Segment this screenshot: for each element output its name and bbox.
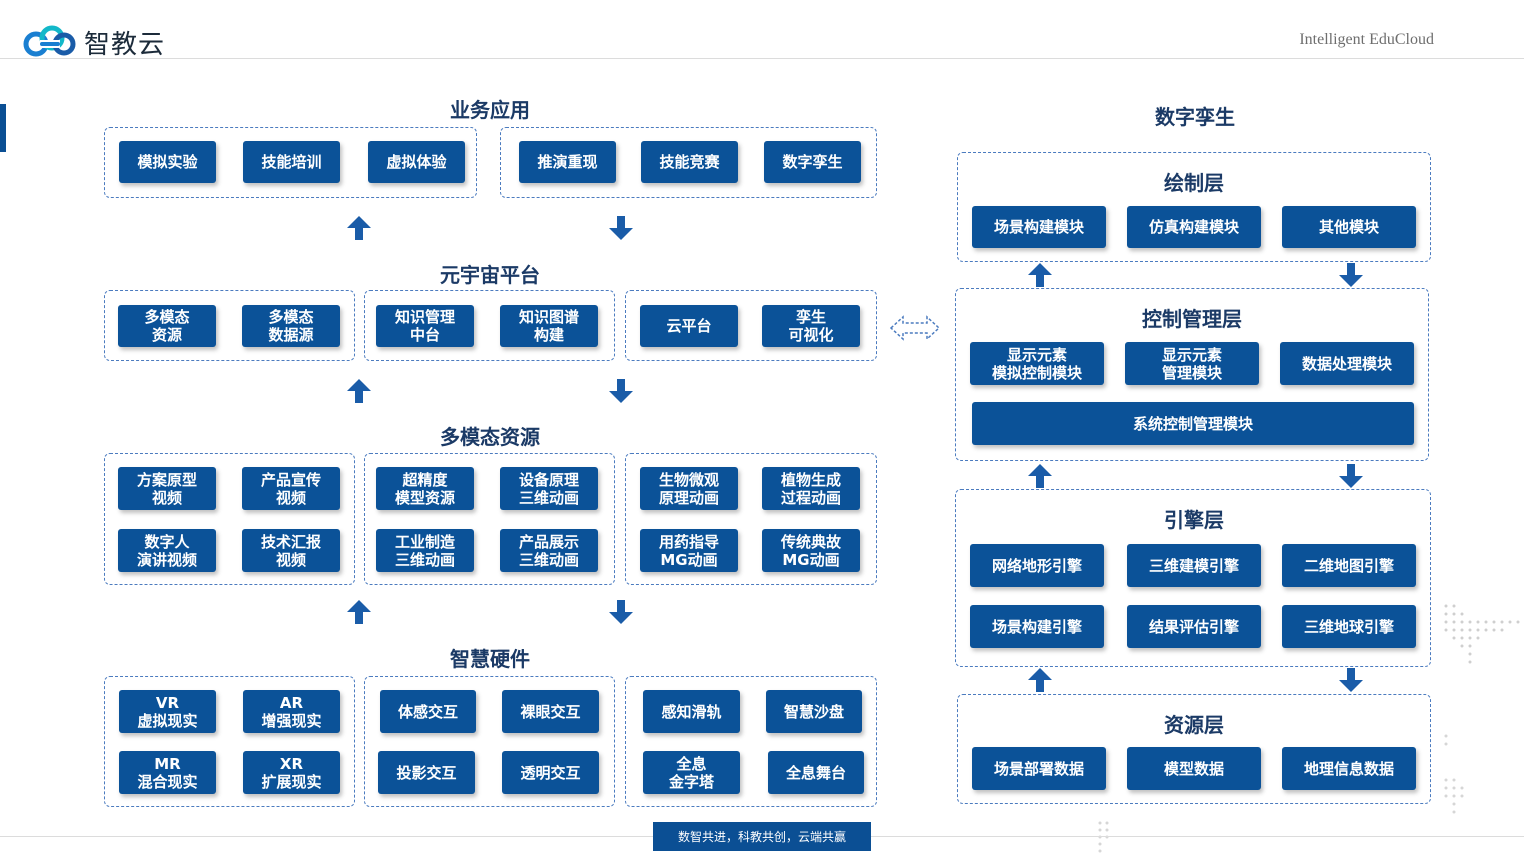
business-item: 虚拟体验	[368, 141, 465, 183]
render-item: 其他模块	[1282, 206, 1416, 248]
business-group-1	[104, 127, 477, 198]
system-control-module: 系统控制管理模块	[972, 402, 1414, 445]
metaverse-title: 元宇宙平台	[440, 263, 540, 287]
engine-layer-group	[955, 489, 1431, 667]
hardware-item: VR 虚拟现实	[119, 690, 216, 733]
render-layer-group	[957, 152, 1431, 262]
multimodal-item: 设备原理 三维动画	[500, 467, 598, 510]
hardware-item: 智慧沙盘	[766, 690, 862, 733]
multimodal-item: 产品宣传 视频	[242, 467, 340, 510]
multimodal-item: 用药指导 MG动画	[640, 529, 738, 572]
brand-logo: 智教云	[22, 22, 165, 62]
arrow-down-icon	[1339, 263, 1363, 287]
hardware-item: 透明交互	[502, 751, 599, 794]
metaverse-item: 孪生 可视化	[762, 305, 860, 347]
metaverse-group-2	[364, 290, 615, 361]
brand-tagline: Intelligent EduCloud	[1299, 31, 1434, 48]
resource-item: 地理信息数据	[1282, 747, 1416, 790]
render-item: 仿真构建模块	[1127, 206, 1261, 248]
arrow-down-icon	[609, 379, 633, 403]
resource-layer-title: 资源层	[1164, 713, 1224, 737]
resource-item: 模型数据	[1127, 747, 1261, 790]
engine-layer-title: 引擎层	[1164, 508, 1224, 532]
resource-item: 场景部署数据	[972, 747, 1106, 790]
metaverse-item: 知识图谱 构建	[500, 305, 598, 347]
arrow-up-icon	[347, 216, 371, 240]
arrow-up-icon	[1028, 668, 1052, 692]
control-layer-group	[955, 288, 1429, 461]
hardware-item: XR 扩展现实	[243, 751, 340, 794]
business-group-2	[500, 127, 877, 198]
engine-item: 网络地形引擎	[970, 544, 1104, 587]
arrow-up-icon	[1028, 263, 1052, 287]
footer-slogan: 数智共进，科教共创，云端共赢	[653, 822, 871, 851]
arrow-up-icon	[347, 600, 371, 624]
hardware-group-1	[104, 676, 355, 807]
control-item: 显示元素 模拟控制模块	[970, 342, 1104, 385]
multimodal-item: 技术汇报 视频	[242, 529, 340, 572]
hardware-item: 全息 金字塔	[643, 751, 740, 794]
decorative-dot-pattern	[1444, 734, 1464, 814]
multimodal-group-3	[625, 453, 877, 585]
metaverse-group-1	[104, 290, 355, 361]
multimodal-item: 方案原型 视频	[118, 467, 216, 510]
business-item: 技能培训	[243, 141, 340, 183]
multimodal-item: 产品展示 三维动画	[500, 529, 598, 572]
multimodal-title: 多模态资源	[440, 425, 540, 449]
business-item: 技能竞赛	[641, 141, 738, 183]
hardware-item: 体感交互	[380, 690, 476, 733]
resource-layer-group	[957, 694, 1431, 804]
multimodal-item: 工业制造 三维动画	[376, 529, 474, 572]
bidirectional-arrow-icon	[889, 315, 941, 341]
hardware-item: 投影交互	[378, 751, 475, 794]
hardware-group-2	[364, 676, 615, 807]
hardware-item: 全息舞台	[768, 751, 864, 794]
decorative-dot-pattern	[1444, 604, 1520, 664]
digital-twin-title: 数字孪生	[1155, 105, 1235, 129]
arrow-up-icon	[1028, 464, 1052, 488]
multimodal-item: 生物微观 原理动画	[640, 467, 738, 510]
arrow-up-icon	[347, 379, 371, 403]
engine-item: 三维建模引擎	[1127, 544, 1261, 587]
cloud-link-icon	[23, 25, 76, 57]
engine-item: 三维地球引擎	[1282, 605, 1416, 648]
hardware-item: MR 混合现实	[119, 751, 216, 794]
header-divider	[0, 58, 1524, 59]
control-layer-title: 控制管理层	[1142, 307, 1242, 331]
engine-item: 二维地图引擎	[1282, 544, 1416, 587]
business-item: 模拟实验	[119, 141, 216, 183]
business-item: 数字孪生	[764, 141, 861, 183]
metaverse-group-3	[625, 290, 877, 361]
engine-item: 场景构建引擎	[970, 605, 1104, 648]
metaverse-item: 云平台	[640, 305, 738, 347]
multimodal-item: 传统典故 MG动画	[762, 529, 860, 572]
decorative-dot-pattern	[1098, 821, 1109, 853]
multimodal-item: 超精度 模型资源	[376, 467, 474, 510]
control-item: 数据处理模块	[1280, 342, 1414, 385]
hardware-item: AR 增强现实	[243, 690, 340, 733]
hardware-item: 裸眼交互	[502, 690, 599, 733]
metaverse-item: 多模态 数据源	[242, 305, 340, 347]
render-layer-title: 绘制层	[1164, 171, 1224, 195]
arrow-down-icon	[609, 216, 633, 240]
arrow-down-icon	[609, 600, 633, 624]
hardware-title: 智慧硬件	[450, 647, 530, 671]
multimodal-item: 植物生成 过程动画	[762, 467, 860, 510]
multimodal-group-1	[104, 453, 355, 585]
arrow-down-icon	[1339, 668, 1363, 692]
render-item: 场景构建模块	[972, 206, 1106, 248]
business-item: 推演重现	[519, 141, 616, 183]
multimodal-group-2	[364, 453, 615, 585]
engine-item: 结果评估引擎	[1127, 605, 1261, 648]
arrow-down-icon	[1339, 464, 1363, 488]
brand-name: 智教云	[84, 29, 166, 60]
metaverse-item: 知识管理 中台	[376, 305, 474, 347]
hardware-item: 感知滑轨	[643, 690, 740, 733]
metaverse-item: 多模态 资源	[118, 305, 216, 347]
control-item: 显示元素 管理模块	[1125, 342, 1259, 385]
side-accent-bar	[0, 104, 6, 152]
business-title: 业务应用	[450, 98, 530, 122]
hardware-group-3	[625, 676, 877, 807]
multimodal-item: 数字人 演讲视频	[118, 529, 216, 572]
